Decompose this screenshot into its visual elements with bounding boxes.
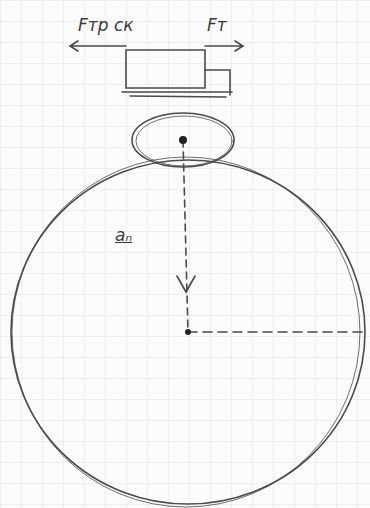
radius-dashed-horizontal [188,331,362,333]
force-label: Fт [207,16,227,35]
radius-dashed-vertical [183,140,188,332]
force-arrow [205,41,243,51]
acceleration-arrowhead [177,276,195,292]
center-dot [185,329,191,335]
surface-lines [122,92,232,97]
friction-arrow [70,41,126,51]
center-dot [179,136,187,144]
step-mark [205,70,230,95]
acceleration-label: aₙ [115,226,132,245]
force-label: Fтр ск [78,16,134,35]
block [126,50,205,88]
